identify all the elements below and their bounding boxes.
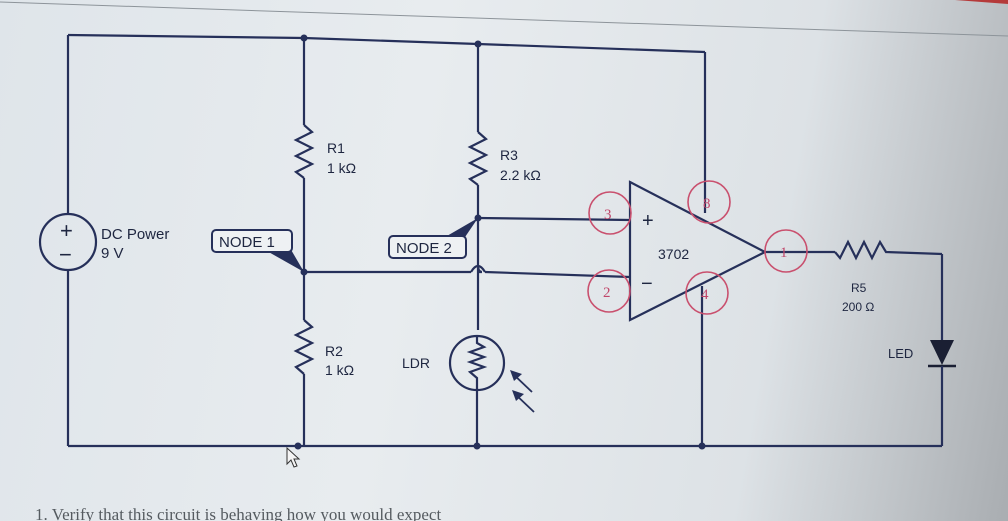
pin8-label: 8 [703, 196, 711, 212]
red-corner [955, 0, 1008, 4]
light-arrowhead-1 [510, 370, 522, 381]
question-caption: 1. Verify that this circuit is behaving … [35, 505, 441, 521]
plus-sign: + [60, 218, 73, 243]
dc-power-value: 9 V [101, 245, 124, 262]
node2-pointer [440, 218, 478, 240]
dc-power-source: + − [38, 212, 98, 272]
opamp-part-number: 3702 [658, 246, 689, 262]
opamp-plus: + [642, 210, 654, 232]
light-arrowhead-2 [512, 390, 524, 401]
opamp-triangle [628, 180, 768, 322]
junction-dot [300, 34, 308, 42]
pin3-label: 3 [604, 207, 612, 223]
r3-value: 2.2 kΩ [500, 167, 541, 183]
mouse-cursor-icon [286, 446, 301, 468]
node2-box [388, 235, 467, 259]
pin8-circle [687, 180, 731, 224]
opamp-3702: + − 3702 [628, 180, 768, 322]
ldr-label: LDR [402, 355, 430, 371]
wire-crossover [470, 264, 486, 273]
node2-tag: NODE 2 [388, 218, 478, 259]
minus-sign: − [59, 242, 72, 267]
pin4-circle [685, 271, 729, 315]
r3-resistor [467, 131, 489, 186]
pin4-label: 4 [701, 287, 709, 303]
r5-resistor [834, 239, 943, 261]
junction-dot [474, 40, 482, 48]
junction-dots [294, 34, 706, 450]
pin3-circle [588, 191, 632, 235]
pin1-label: 1 [780, 245, 788, 261]
ldr-component [448, 334, 535, 446]
led-diode [930, 340, 954, 365]
r2-resistor [293, 319, 315, 375]
node1-label: NODE 1 [219, 234, 275, 251]
junction-dot [294, 442, 302, 450]
r2-value: 1 kΩ [325, 362, 354, 378]
node2-label: NODE 2 [396, 240, 452, 257]
dc-power-label: DC Power [101, 226, 169, 243]
r1-resistor [293, 124, 315, 179]
node2-wire [477, 216, 631, 222]
pin2-label: 2 [603, 285, 611, 301]
r5-value: 200 Ω [842, 300, 874, 314]
page-edge-line [0, 1, 1008, 37]
node1-box [211, 229, 293, 253]
pin-annotations: 3 2 8 4 1 [587, 180, 808, 315]
ldr-resistor [466, 336, 488, 390]
pin1-circle [764, 229, 808, 273]
r3-name: R3 [500, 147, 518, 163]
dc-source-circle [38, 212, 98, 272]
r1-value: 1 kΩ [327, 160, 356, 176]
r5-name: R5 [851, 281, 867, 295]
pin2-circle [587, 269, 631, 313]
r2-name: R2 [325, 343, 343, 359]
r1-name: R1 [327, 140, 345, 156]
led-label: LED [888, 346, 913, 361]
node1-tag: NODE 1 [211, 229, 304, 272]
top-rail-wire [67, 33, 706, 54]
opamp-minus: − [641, 273, 653, 295]
node1-wire-b [484, 270, 631, 279]
